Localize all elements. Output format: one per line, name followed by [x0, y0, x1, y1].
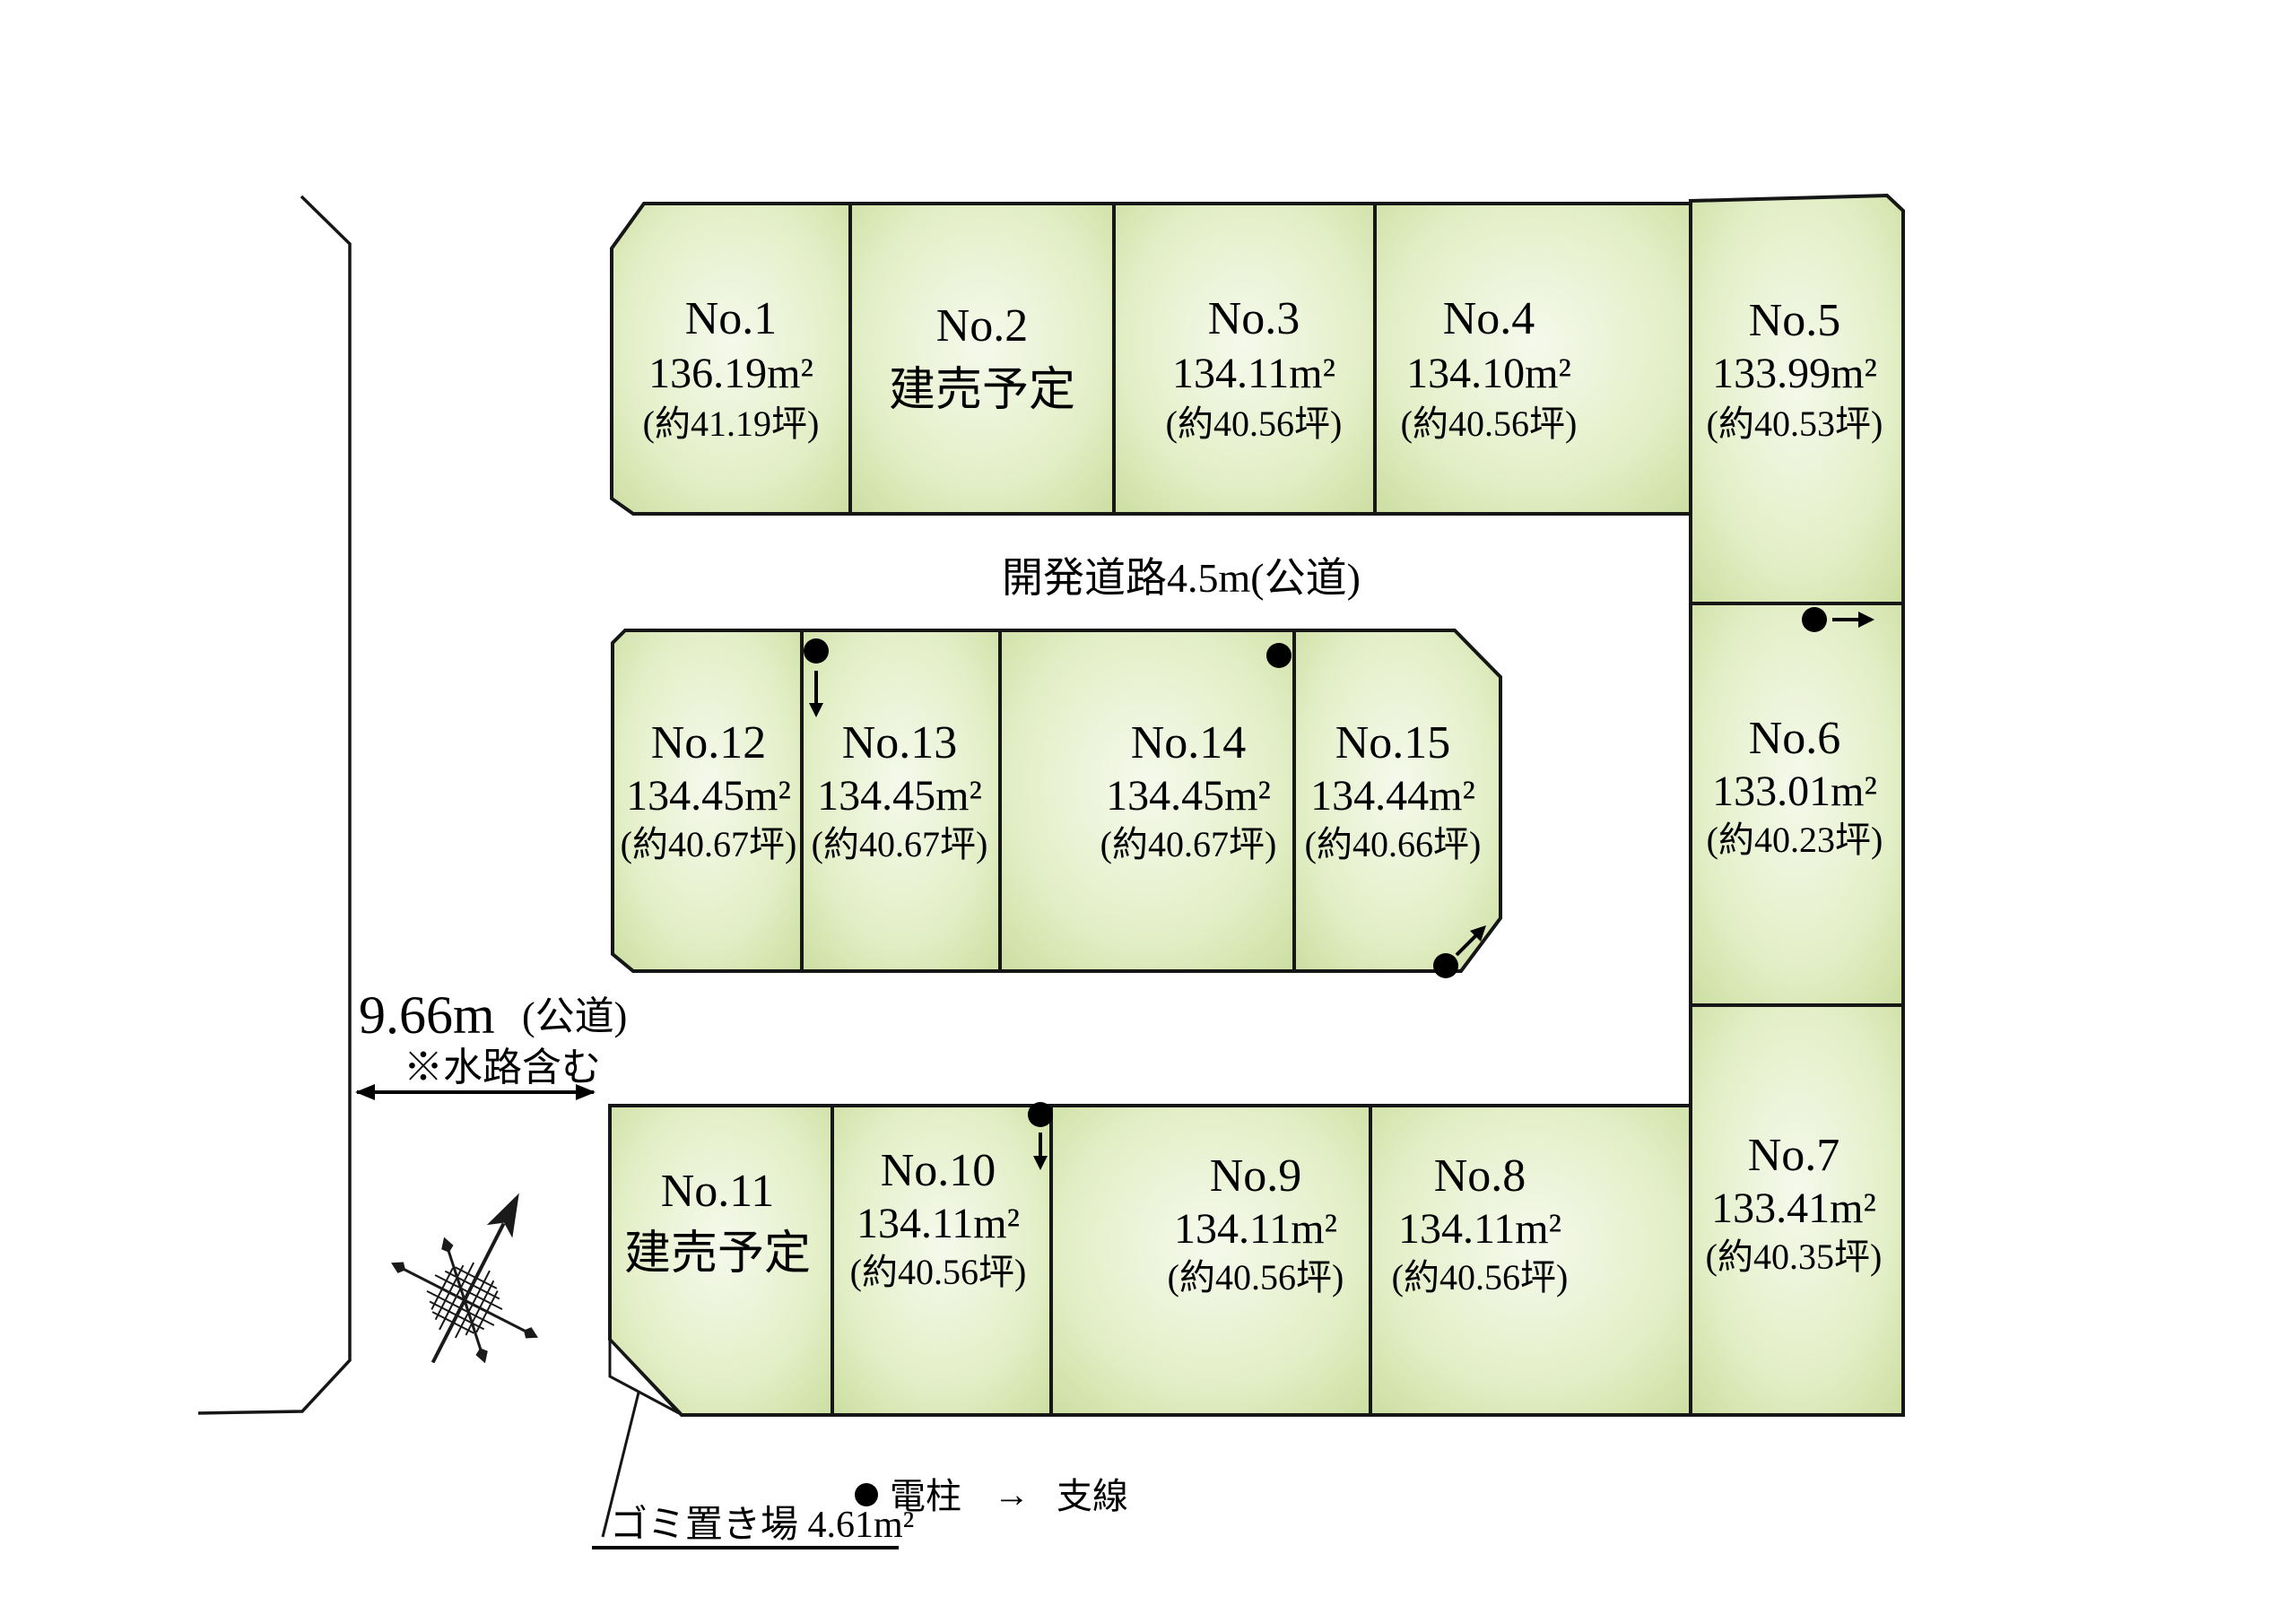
- lot-no15-number: No.15: [1335, 717, 1451, 768]
- dev-road-label: 開発道路4.5m(公道): [1002, 555, 1361, 601]
- lot-no8-tsubo: (約40.56坪): [1392, 1257, 1569, 1298]
- lot-no15-area: 134.44m²: [1310, 772, 1475, 820]
- lot-no12-number: No.12: [651, 717, 767, 768]
- lot-no10-area: 134.11m²: [857, 1200, 1020, 1247]
- lot-no7-label: No.7 133.41m² (約40.35坪): [1706, 1130, 1883, 1277]
- lot-no11-label: No.11 建売予定: [624, 1166, 811, 1280]
- lot-no5-tsubo: (約40.53坪): [1707, 404, 1883, 444]
- legend-wire-arrow-icon: →: [994, 1474, 1030, 1515]
- compass-hatching: [426, 1262, 503, 1339]
- lot-no5-shape: [1689, 193, 1905, 605]
- legend: 電柱 → 支線: [855, 1474, 1128, 1516]
- utility-pole-icon-2: [1266, 643, 1292, 668]
- lot-no10-number: No.10: [881, 1145, 996, 1196]
- lot-no1-tsubo: (約41.19坪): [643, 404, 820, 444]
- lot-no2-shape: [848, 202, 1116, 516]
- lot-no7-area: 133.41m²: [1711, 1185, 1876, 1232]
- lot-no14-label: No.14 134.45m² (約40.67坪): [1100, 717, 1277, 864]
- lot-no5-label: No.5 133.99m² (約40.53坪): [1707, 295, 1883, 444]
- lot-no6-number: No.6: [1749, 713, 1841, 764]
- legend-wire-label: 支線: [1057, 1476, 1128, 1516]
- lot-no14-number: No.14: [1131, 717, 1247, 768]
- guy-wire-arrow-right-icon: [1858, 612, 1874, 628]
- utility-pole-icon-4: [1802, 607, 1874, 632]
- utility-pole-icon-1: [804, 638, 829, 717]
- lot-no10-tsubo: (約40.56坪): [850, 1252, 1027, 1292]
- compass-icon: [391, 1193, 538, 1364]
- lot-no4-label: No.4 134.10m² (約40.56坪): [1401, 293, 1578, 444]
- lot-no2-number: No.2: [936, 300, 1029, 352]
- lot-no11-number: No.11: [661, 1166, 775, 1217]
- legend-pole-dot-icon: [855, 1483, 878, 1506]
- lot-no9-tsubo: (約40.56坪): [1168, 1257, 1344, 1298]
- lot-no6-tsubo: (約40.23坪): [1707, 820, 1883, 860]
- lot-no7-number: No.7: [1748, 1130, 1840, 1181]
- lot-no3-tsubo: (約40.56坪): [1166, 404, 1343, 444]
- lot-no9-label: No.9 134.11m² (約40.56坪): [1168, 1150, 1344, 1298]
- lot-no3-label: No.3 134.11m² (約40.56坪): [1166, 293, 1343, 444]
- dimension-arrow: [355, 1084, 596, 1100]
- lot-no14-tsubo: (約40.67坪): [1100, 824, 1277, 864]
- lot-no11-note: 建売予定: [624, 1228, 811, 1280]
- left-road-note-label: ※水路含む: [404, 1046, 601, 1089]
- lot-no7-tsubo: (約40.35坪): [1706, 1237, 1883, 1277]
- lot-no3-area: 134.11m²: [1172, 350, 1335, 397]
- lot-no8-label: No.8 134.11m² (約40.56坪): [1392, 1150, 1569, 1298]
- lot-no12-tsubo: (約40.67坪): [621, 824, 797, 864]
- utility-pole-icon-5: [1028, 1102, 1053, 1170]
- lot-no10-label: No.10 134.11m² (約40.56坪): [850, 1145, 1027, 1292]
- lot-no1-label: No.1 136.19m² (約41.19坪): [643, 293, 820, 444]
- lot-no13-area: 134.45m²: [817, 772, 982, 820]
- left-road-boundary: [197, 195, 352, 1415]
- guy-wire-arrow-down-icon: [1033, 1156, 1048, 1170]
- lot-no4-number: No.4: [1443, 293, 1535, 344]
- garbage-area-notch: [608, 1336, 681, 1415]
- lot-no15-tsubo: (約40.66坪): [1305, 824, 1482, 864]
- lot-no4-tsubo: (約40.56坪): [1401, 404, 1578, 444]
- left-road-width-label: 9.66m: [359, 985, 495, 1045]
- legend-pole-label: 電柱: [890, 1476, 961, 1516]
- lot-no9-area: 134.11m²: [1174, 1205, 1337, 1253]
- lot-no12-label: No.12 134.45m² (約40.67坪): [621, 717, 797, 864]
- lot-no13-label: No.13 134.45m² (約40.67坪): [812, 717, 988, 864]
- lot-no8-number: No.8: [1434, 1150, 1526, 1202]
- lot-no3-number: No.3: [1208, 293, 1300, 344]
- lot-no8-area: 134.11m²: [1398, 1205, 1561, 1253]
- lot-no12-area: 134.45m²: [626, 772, 791, 820]
- lot-no4-area: 134.10m²: [1406, 350, 1571, 397]
- lot-no5-number: No.5: [1749, 295, 1841, 346]
- guy-wire-arrow-down-icon: [809, 703, 823, 717]
- compass-north-arrowhead: [486, 1193, 519, 1238]
- lot-no1-area: 136.19m²: [648, 350, 813, 397]
- lot-no13-tsubo: (約40.67坪): [812, 824, 988, 864]
- lot-no6-area: 133.01m²: [1712, 768, 1877, 815]
- lot-no9-number: No.9: [1210, 1150, 1302, 1202]
- lot-no5-area: 133.99m²: [1712, 350, 1877, 397]
- garbage-label-group: ゴミ置き場 4.61m²: [592, 1504, 914, 1549]
- lot-no2-note: 建売予定: [889, 365, 1075, 416]
- left-road-type-label: (公道): [522, 994, 627, 1038]
- lot-no15-label: No.15 134.44m² (約40.66坪): [1305, 717, 1482, 864]
- lot-no6-label: No.6 133.01m² (約40.23坪): [1707, 713, 1883, 860]
- guy-wire-arrow-ne-icon: [1470, 925, 1486, 942]
- utility-pole-icon-3: [1433, 925, 1486, 978]
- lot-no1-number: No.1: [685, 293, 778, 344]
- garbage-leader-line: [601, 1392, 640, 1538]
- lot-no13-number: No.13: [842, 717, 958, 768]
- lot-no2-label: No.2 建売予定: [889, 300, 1075, 416]
- lot-no15-shape: [1292, 629, 1502, 973]
- lot-no14-area: 134.45m²: [1106, 772, 1271, 820]
- garbage-label: ゴミ置き場 4.61m²: [610, 1504, 914, 1546]
- lot-no11-shape: [608, 1104, 834, 1417]
- left-road-dimension: 9.66m (公道) ※水路含む: [355, 985, 627, 1100]
